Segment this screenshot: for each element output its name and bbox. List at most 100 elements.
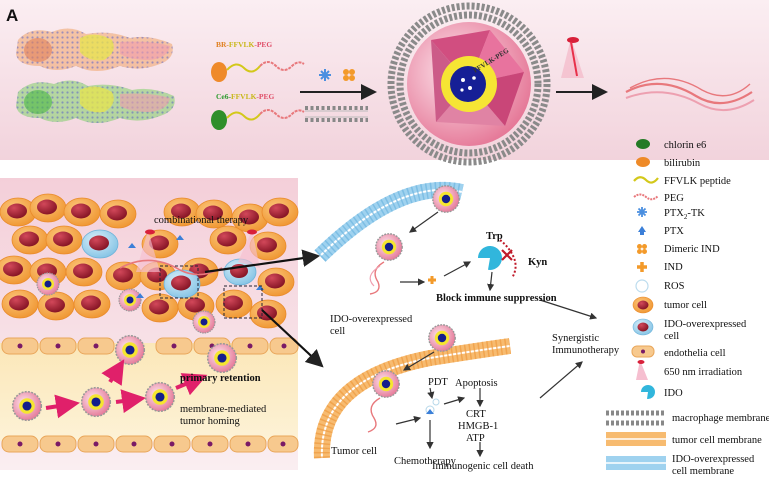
homing-label-line2: tumor homing [180,416,241,427]
tumor-cell [65,257,103,287]
homing-label-line1: membrane-mediated [180,404,267,415]
tumor-cell [63,197,101,227]
membrane-legend-label: tumor cell membrane [672,435,762,446]
ptx-icon [426,409,434,414]
tumor-cell [0,255,33,285]
ptx-icon [176,235,184,240]
tumor-cell [215,289,253,319]
ido-overexpressed-cell [81,229,119,259]
ptx2-tk-icon [319,69,331,81]
laser-icon [636,360,648,380]
peptide-chain-icon [226,63,261,73]
legend-label: IDO [664,388,683,399]
ido-overexpressed-cell [163,269,201,299]
ptx-icon [136,293,144,298]
laser-icon [238,229,260,268]
legend: chlorin e6 bilirubin FFVLK peptide PEG P… [606,139,769,477]
membrane-legend-label: IDO-overexpressed [672,454,755,465]
membrane-legend-label: macrophage membrane [672,413,769,424]
ce6-molecule-model [16,80,175,123]
endothelial-layer-bottom [1,435,299,453]
ce6-conjugate-label: Ce6-FFVLK-PEG [216,92,275,101]
legend-label: FFVLK peptide [664,176,731,187]
zoom-arrow-tumor [261,309,324,368]
tumor-cell [249,299,287,329]
legend-label: cell [664,331,679,342]
ido-overexpressed-label-line1: IDO-overexpressed [330,314,413,325]
panel-a-label: A [6,6,18,25]
ido-cell-icon [632,318,654,336]
chlorin-e6-icon [211,110,227,130]
ptx2-tk-icon [637,207,647,217]
ptx-icon [638,226,646,235]
peptide-chain-icon [226,111,261,121]
tumor-cell-label: Tumor cell [331,446,377,457]
ros-icon [432,398,440,406]
endothelial-cell-icon [631,345,655,358]
br-molecule-model [16,28,173,72]
zoom-arrow-ido [204,249,321,274]
icd-label: Immunogenic cell death [432,461,534,472]
tumor-cell [261,197,299,227]
legend-label: bilirubin [664,158,701,169]
legend-label: IDO-overexpressed [664,319,747,330]
peg-chain-icon [259,61,305,71]
hmgb1-label: HMGB-1 [458,421,498,432]
dimeric-ind-icon [637,244,647,254]
nanoparticle [118,288,142,312]
bilirubin-icon [211,62,227,82]
nanoparticle [36,272,60,296]
legend-label: 650 nm irradiation [664,367,743,378]
nanoparticle [192,310,216,334]
bilirubin-icon [636,157,650,167]
ido-icon [640,384,655,399]
legend-label: tumor cell [664,300,707,311]
legend-label: PEG [664,193,684,204]
tumor-cell [37,291,75,321]
circulating-nanoparticles [11,334,238,422]
dimeric-ind-icon [343,69,355,81]
legend-label: endothelia cell [664,348,726,359]
membrane-fragment-icon [305,106,368,122]
ind-icon [428,276,436,284]
macrophage-coated-nanoparticle [387,2,551,166]
chemotherapy-label: Chemotherapy [394,456,457,467]
synergistic-label-line2: Immunotherapy [552,345,620,356]
atp-label: ATP [466,433,485,444]
combinational-therapy-label: combinational therapy [154,215,249,226]
block-immune-label: Block immune suppression [436,293,557,304]
macrophage-membrane-icon [606,410,666,426]
ido-pathway [369,185,598,320]
tumor-cell-icon [632,296,654,314]
ros-icon [635,279,649,293]
tumor-cell [11,225,49,255]
ido-pacman-icon [477,245,502,270]
ffvlk-peptide-icon [633,176,659,184]
pdt-label: PDT [428,377,448,388]
apoptosis-label: Apoptosis [455,378,498,389]
tumor-cell [1,289,39,319]
legend-label: Dimeric IND [664,244,720,255]
crt-label: CRT [466,409,486,420]
synergistic-label-line1: Synergistic [552,333,599,344]
trp-label: Trp [486,231,503,242]
primary-retention-label: primary retention [180,373,261,384]
tumor-cell [257,267,295,297]
tumor-cell [45,225,83,255]
ptx-icon [128,243,136,248]
peg-icon [633,193,659,201]
legend-label: ROS [664,281,685,292]
panel-a-background [0,0,769,160]
ido-overexpressed-label-line2: cell [330,326,345,337]
legend-label: PTX2-TK [664,208,705,221]
chlorin-e6-icon [636,139,650,149]
ind-icon [637,262,647,272]
legend-label: IND [664,262,683,273]
laser-icon [561,37,584,78]
tumor-cell [99,199,137,229]
tumor-pathway [367,324,583,458]
released-peg-chains [625,77,755,111]
br-conjugate-label: BR-FFVLK-PEG [216,40,272,49]
